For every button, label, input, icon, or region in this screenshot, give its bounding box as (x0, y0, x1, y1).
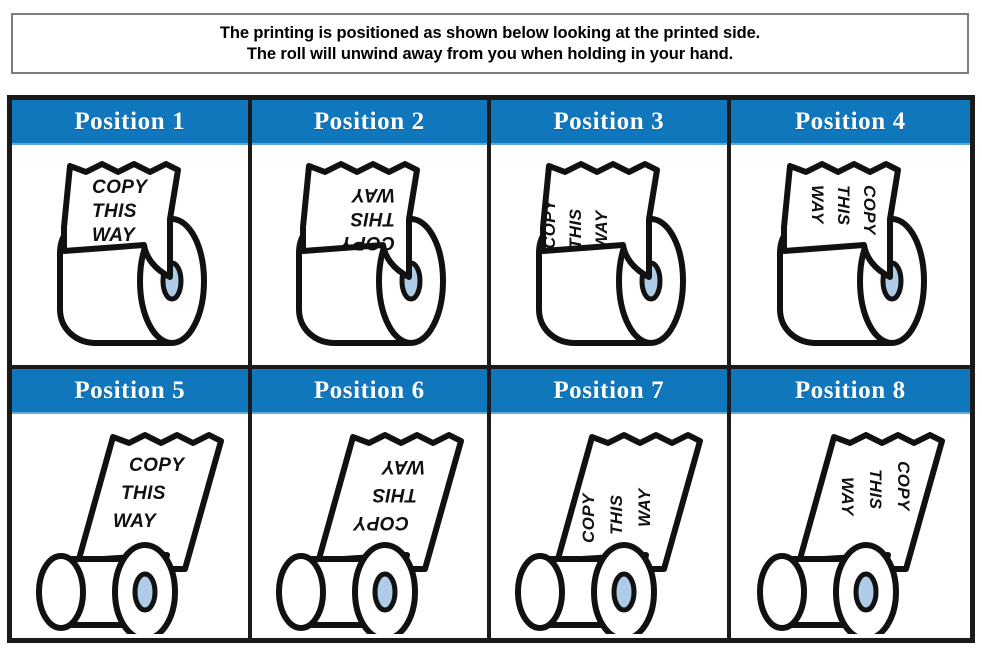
position-illustration-8: COPY THIS WAY (731, 414, 971, 638)
position-cell-6[interactable]: Position 6 COPY THIS WAY (251, 369, 491, 638)
paper-text-this: THIS (92, 201, 137, 222)
position-header-3: Position 3 (491, 100, 727, 145)
paper-text-copy: COPY (894, 461, 913, 512)
paper-text-group: COPY THIS WAY (351, 456, 424, 533)
notice-line-1: The printing is positioned as shown belo… (219, 23, 761, 42)
position-title-1: Position 1 (74, 107, 186, 135)
roll-core-hole (132, 571, 158, 612)
position-illustration-7: COPY THIS WAY (491, 414, 727, 638)
roll-vertical-drawing: COPY THIS WAY (777, 160, 928, 346)
position-illustration-2: COPY THIS WAY (252, 145, 488, 365)
paper-text-this: THIS (372, 484, 417, 505)
paper-text-this: THIS (607, 494, 626, 535)
position-header-4: Position 4 (730, 100, 970, 145)
paper-text-copy: COPY (92, 177, 149, 198)
paper-text-copy: COPY (579, 491, 598, 542)
position-cell-4[interactable]: Position 4 COPY THIS WAY (730, 100, 971, 369)
roll-core-hole (853, 571, 879, 612)
paper-text-copy: COPY (860, 185, 879, 236)
paper-text-this: THIS (866, 469, 885, 510)
paper-text-group: COPY THIS WAY (338, 184, 395, 253)
position-illustration-6: COPY THIS WAY (252, 414, 488, 638)
position-header-7: Position 7 (491, 369, 727, 414)
position-cell-1[interactable]: Position 1 COPY THIS WAY (12, 100, 252, 369)
position-title-8: Position 8 (794, 376, 906, 404)
roll-left-cap (275, 552, 326, 631)
paper-text-group: COPY THIS WAY (540, 197, 611, 248)
position-title-2: Position 2 (313, 107, 425, 135)
position-header-5: Position 5 (12, 369, 248, 414)
paper-text-way: WAY (113, 511, 158, 532)
position-header-6: Position 6 (251, 369, 487, 414)
position-title-6: Position 6 (313, 376, 425, 404)
paper-text-copy: COPY (129, 455, 186, 476)
paper-text-way: WAY (92, 225, 137, 246)
paper-sheet (539, 160, 660, 280)
roll-horizontal-drawing: COPY THIS WAY (275, 431, 464, 634)
position-header-8: Position 8 (730, 369, 970, 414)
roll-left-cap (756, 552, 807, 631)
paper-text-copy: COPY (351, 512, 408, 533)
position-grid: Position 1 COPY THIS WAY (7, 95, 975, 643)
roll-vertical-drawing: COPY THIS WAY (535, 160, 686, 346)
paper-text-this: THIS (350, 208, 395, 229)
roll-horizontal-drawing: COPY THIS WAY (515, 431, 704, 634)
notice-line-2: The roll will unwind away from you when … (246, 44, 734, 63)
paper-text-group: COPY THIS WAY (579, 487, 654, 543)
paper-text-copy: COPY (338, 232, 395, 253)
roll-core-hole (611, 571, 637, 612)
paper-sheet (300, 160, 421, 280)
roll-horizontal-drawing: COPY THIS WAY (756, 431, 945, 634)
roll-vertical-drawing: COPY THIS WAY (56, 160, 207, 346)
paper-text-group: COPY THIS WAY (838, 461, 913, 517)
roll-left-cap (36, 552, 87, 631)
position-illustration-4: COPY THIS WAY (731, 145, 971, 365)
position-illustration-5: COPY THIS WAY (12, 414, 248, 638)
roll-vertical-drawing: COPY THIS WAY (296, 160, 447, 346)
paper-text-way: WAY (380, 456, 425, 477)
position-cell-2[interactable]: Position 2 COPY THIS WAY (251, 100, 491, 369)
position-title-4: Position 4 (794, 107, 906, 135)
roll-left-cap (515, 552, 566, 631)
paper-text-this: THIS (121, 483, 166, 504)
position-title-7: Position 7 (553, 376, 665, 404)
paper-sheet (781, 160, 902, 280)
position-title-3: Position 3 (553, 107, 665, 135)
notice-box: The printing is positioned as shown belo… (11, 13, 969, 74)
paper-text-this: THIS (834, 185, 853, 226)
position-cell-7[interactable]: Position 7 COPY THIS WAY (491, 369, 731, 638)
paper-text-group: COPY THIS WAY (808, 185, 879, 236)
position-title-5: Position 5 (74, 376, 186, 404)
roll-horizontal-drawing: COPY THIS WAY (36, 431, 225, 634)
position-header-2: Position 2 (251, 100, 487, 145)
position-cell-5[interactable]: Position 5 COPY THIS WAY (12, 369, 252, 638)
position-illustration-3: COPY THIS WAY (491, 145, 727, 365)
paper-text-way: WAY (635, 487, 654, 527)
position-cell-8[interactable]: Position 8 COPY THIS WAY (730, 369, 971, 638)
paper-text-this: THIS (566, 208, 585, 249)
paper-text-way: WAY (808, 185, 827, 225)
paper-text-way: WAY (592, 209, 611, 249)
position-illustration-1: COPY THIS WAY (12, 145, 248, 365)
paper-sheet (60, 160, 181, 280)
paper-text-copy: COPY (540, 197, 559, 248)
position-cell-3[interactable]: Position 3 COPY THIS WAY (491, 100, 731, 369)
position-header-1: Position 1 (12, 100, 248, 145)
paper-text-way: WAY (350, 184, 395, 205)
roll-core-hole (372, 571, 398, 612)
paper-text-way: WAY (838, 477, 857, 517)
